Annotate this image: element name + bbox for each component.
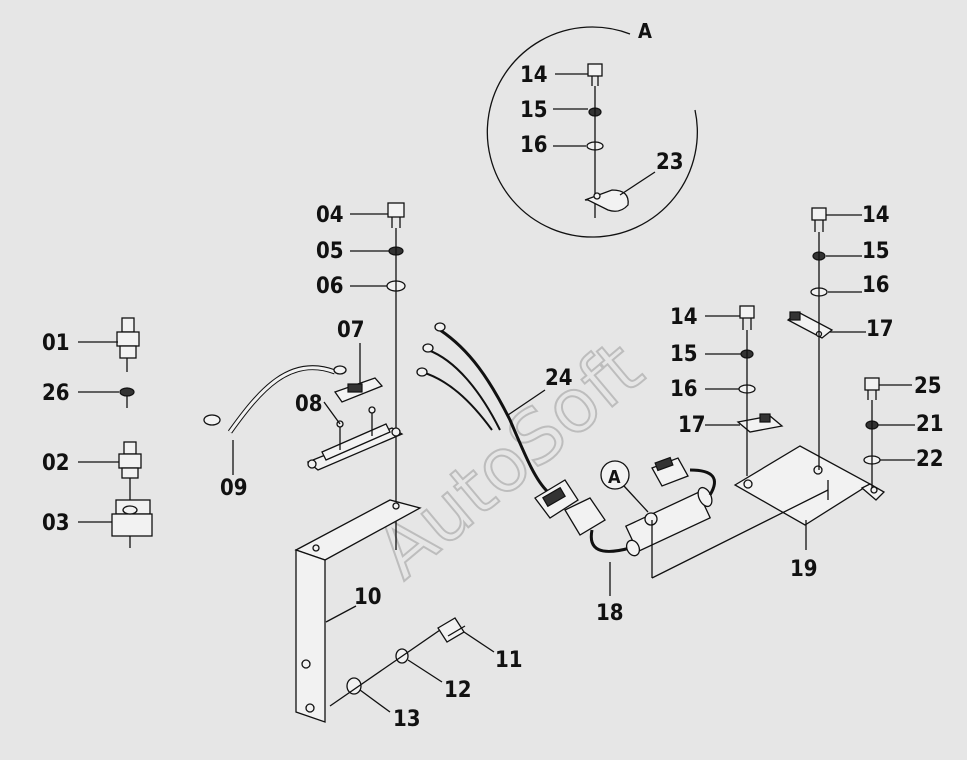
- label-15-right: 15: [862, 239, 890, 264]
- label-24: 24: [545, 366, 573, 391]
- label-18: 18: [596, 601, 624, 626]
- cable-09: [203, 365, 347, 434]
- sensor-01: [116, 317, 140, 372]
- label-14-right: 14: [862, 203, 890, 228]
- plate-19: [733, 445, 886, 526]
- fuse-block-08: [306, 406, 404, 471]
- label-21: 21: [916, 412, 944, 437]
- clip-17-right: [786, 311, 834, 339]
- harness-18: [564, 456, 716, 557]
- callout-a-label: A: [608, 467, 621, 488]
- label-15-detail: 15: [520, 98, 548, 123]
- washer-26: [119, 387, 135, 397]
- detail-a-label: A: [638, 19, 652, 43]
- label-12: 12: [444, 678, 472, 703]
- watermark: AutoSoft: [360, 325, 659, 595]
- nut-adapter-03: [111, 499, 153, 548]
- label-16-detail: 16: [520, 133, 548, 158]
- label-04: 04: [316, 203, 344, 228]
- label-17-middle: 17: [678, 413, 706, 438]
- clip-17-middle: [736, 413, 784, 433]
- plate-07: [333, 377, 384, 403]
- label-13: 13: [393, 707, 421, 732]
- label-14-detail: 14: [520, 63, 548, 88]
- harness-24: [416, 322, 579, 519]
- label-26: 26: [42, 381, 70, 406]
- label-02: 02: [42, 451, 70, 476]
- bolt-14-right: [811, 207, 827, 232]
- bolt-14-detail: [587, 63, 603, 86]
- label-16-right: 16: [862, 273, 890, 298]
- label-17-right: 17: [866, 317, 894, 342]
- label-25: 25: [914, 374, 942, 399]
- label-10: 10: [354, 585, 382, 610]
- detail-a-view: A 14 15 16 23: [486, 19, 698, 238]
- label-14-middle: 14: [670, 305, 698, 330]
- label-23: 23: [656, 150, 684, 175]
- sensor-02: [118, 441, 142, 500]
- label-11: 11: [495, 648, 523, 673]
- label-19: 19: [790, 557, 818, 582]
- label-01: 01: [42, 331, 70, 356]
- label-06: 06: [316, 274, 344, 299]
- bolt-25: [864, 377, 880, 400]
- label-05: 05: [316, 239, 344, 264]
- bolt-11: [437, 617, 466, 643]
- label-09: 09: [220, 476, 248, 501]
- label-07: 07: [337, 318, 365, 343]
- clamp-23: [584, 189, 629, 212]
- label-03: 03: [42, 511, 70, 536]
- bracket-10: [294, 499, 422, 723]
- label-15-middle: 15: [670, 342, 698, 367]
- label-16-middle: 16: [670, 377, 698, 402]
- bolt-04: [387, 202, 405, 228]
- bolt-14-middle: [739, 305, 755, 330]
- callout-a: A: [600, 460, 649, 513]
- washer-13: [346, 677, 362, 695]
- label-08: 08: [295, 392, 323, 417]
- label-22: 22: [916, 447, 944, 472]
